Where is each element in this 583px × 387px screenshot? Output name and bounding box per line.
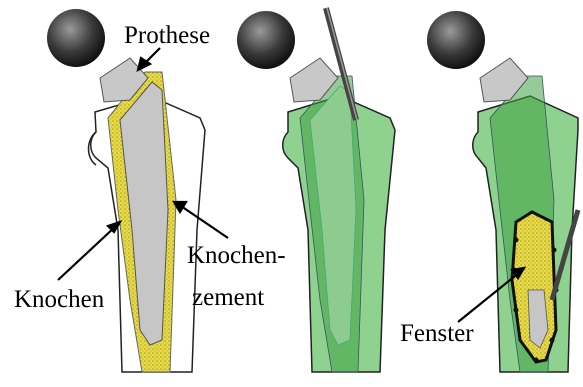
- panel-tool-inserted: [237, 8, 395, 372]
- label-cement-line2: zement: [192, 284, 264, 312]
- femoral-head-ball: [427, 11, 485, 69]
- label-cement-line1: Knochen-: [187, 242, 286, 270]
- label-window: Fenster: [400, 320, 474, 348]
- femoral-head-ball: [47, 9, 105, 67]
- arrow-bone: [58, 226, 116, 280]
- femoral-head-ball: [237, 11, 295, 69]
- label-prosthesis: Prothese: [124, 22, 210, 50]
- panel-window: [427, 11, 578, 372]
- panel-original-implant: [47, 9, 205, 372]
- label-bone: Knochen: [14, 286, 104, 314]
